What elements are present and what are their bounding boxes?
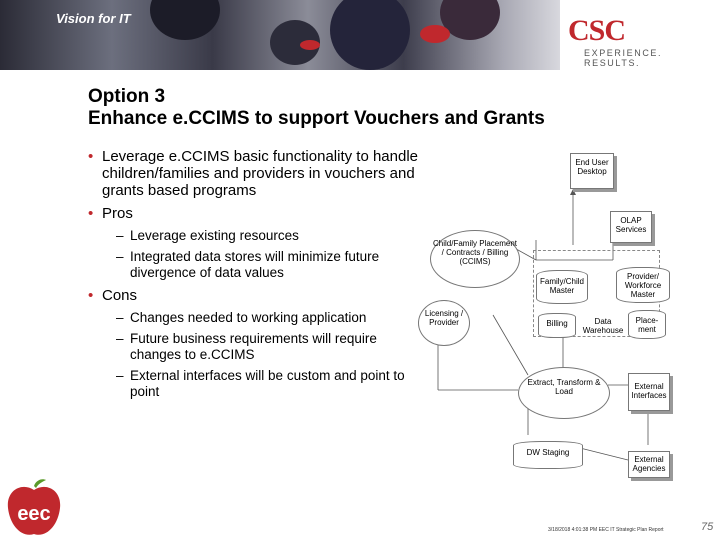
- external-interfaces-box: External Interfaces: [628, 373, 670, 411]
- sub-bullet: –Future business requirements will requi…: [116, 331, 377, 362]
- olap-services-box: OLAP Services: [610, 211, 652, 243]
- etl-oval: Extract, Transform & Load: [518, 367, 610, 419]
- cyclists-photo: [0, 0, 560, 70]
- ccims-oval: Child/Family Placement / Contracts / Bil…: [430, 230, 520, 288]
- sub-bullet: –External interfaces will be custom and …: [116, 368, 405, 399]
- title-line-2: Enhance e.CCIMS to support Vouchers and …: [88, 108, 545, 129]
- sub-bullet: –Leverage existing resources: [116, 228, 299, 243]
- title-line-1: Option 3: [88, 86, 166, 107]
- sub-bullet-text: Changes needed to working application: [130, 310, 367, 325]
- architecture-diagram: End User Desktop OLAP Services Child/Fam…: [418, 145, 678, 485]
- logo-mark: CSC: [568, 14, 626, 47]
- sub-bullet-text: Leverage existing resources: [130, 228, 299, 243]
- csc-logo: CSC EXPERIENCE. RESULTS.: [562, 14, 712, 68]
- bullet-list: Leverage e.CCIMS basic functionality to …: [88, 148, 418, 405]
- billing-db: Billing: [538, 313, 576, 338]
- header-banner: Vision for IT CSC EXPERIENCE. RESULTS.: [0, 0, 720, 70]
- bullet-item: Pros: [88, 205, 418, 222]
- sub-bullet-text: External interfaces will be custom and p…: [130, 368, 405, 399]
- dw-staging-db: DW Staging: [513, 441, 583, 469]
- apple-logo-icon: eec: [7, 479, 61, 535]
- family-child-master-db: Family/Child Master: [536, 270, 588, 304]
- page-number: 75: [701, 521, 714, 533]
- licensing-provider-oval: Licensing / Provider: [418, 300, 470, 346]
- bullet-item: Cons: [88, 287, 418, 304]
- external-agencies-box: External Agencies: [628, 451, 670, 478]
- svg-text:eec: eec: [17, 503, 50, 525]
- sub-bullet-text: Future business requirements will requir…: [130, 331, 377, 362]
- banner-tagline: Vision for IT: [56, 11, 131, 26]
- sub-bullet: –Changes needed to working application: [116, 310, 367, 325]
- bullet-item: Leverage e.CCIMS basic functionality to …: [88, 148, 418, 199]
- sub-bullet-text: Integrated data stores will minimize fut…: [130, 249, 380, 280]
- footer-text: 3/18/2018 4:01:38 PM EEC IT Strategic Pl…: [548, 527, 664, 533]
- eec-logo: eec: [2, 478, 66, 540]
- logo-tagline: EXPERIENCE. RESULTS.: [584, 48, 663, 68]
- slide-title: Option 3 Enhance e.CCIMS to support Vouc…: [88, 86, 545, 130]
- end-user-desktop-box: End User Desktop: [570, 153, 614, 189]
- data-warehouse-label: Data Warehouse: [582, 317, 624, 335]
- sub-bullet: –Integrated data stores will minimize fu…: [116, 249, 380, 280]
- placement-db: Place- ment: [628, 310, 666, 339]
- provider-workforce-db: Provider/ Workforce Master: [616, 267, 670, 303]
